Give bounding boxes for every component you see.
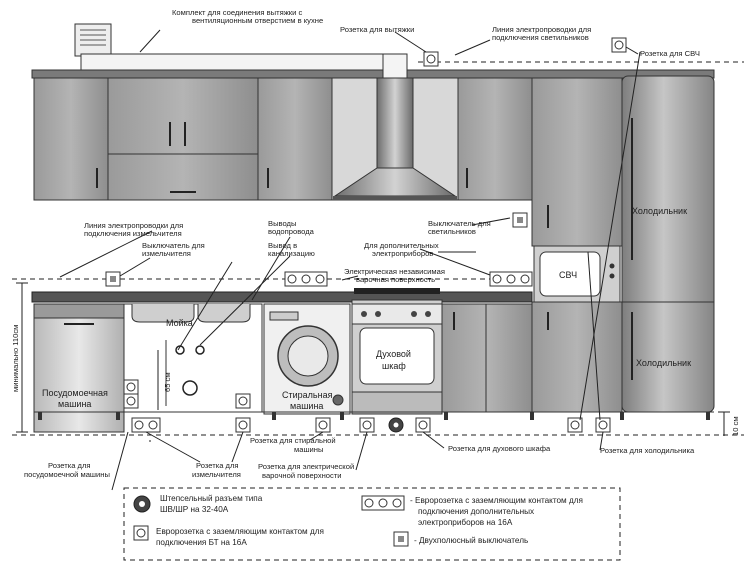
legend-euro-bt: Евророзетка с заземляющим контактом для <box>156 527 324 536</box>
label-chopper-switch-2: измельчителя <box>142 249 191 258</box>
label-fridge-socket: Розетка для холодильника <box>600 446 695 455</box>
legend-plug-2: ШВ/ШР на 32-40А <box>160 505 229 514</box>
label-extra-sockets: Для дополнительных <box>364 241 439 250</box>
label-chopper-socket-2: измельчителя <box>192 470 241 479</box>
label-sink: Мойка <box>166 318 193 328</box>
label-sewer-outlet: Вывод в <box>268 241 297 250</box>
label-oven-2: шкаф <box>382 361 406 371</box>
water-pipes <box>165 340 205 406</box>
label-chopper-socket: Розетка для <box>196 461 239 470</box>
dimension-marks <box>16 282 730 436</box>
label-water-outlets-2: водопровода <box>268 227 315 236</box>
label-vent-kit-2: вентиляционным отверстием в кухне <box>192 16 323 25</box>
socket-icons <box>105 37 627 433</box>
label-height-10: 10 см <box>731 416 740 436</box>
worktop <box>31 291 533 303</box>
label-dishwasher-socket-2: посудомоечной машины <box>24 470 110 479</box>
label-light-switch: Выключатель для <box>428 219 491 228</box>
label-dishwasher-2: машина <box>58 399 91 409</box>
legend-euro-bt-2: подключения БТ на 16А <box>156 538 247 547</box>
label-washer-2: машина <box>290 401 323 411</box>
label-dishwasher: Посудомоечная <box>42 388 108 398</box>
label-chopper-line-2: подключения измельчителя <box>84 229 182 238</box>
leader-lines <box>59 29 641 491</box>
label-height-65: 65 см <box>163 372 172 392</box>
label-light-line-2: подключения светильников <box>492 33 589 42</box>
label-microwave-socket: Розетка для СВЧ <box>640 49 700 58</box>
wiring-lines <box>12 61 744 436</box>
label-washer-socket-2: машины <box>294 445 323 454</box>
diagram-labels: Комплект для соединения вытяжки с вентил… <box>11 8 740 480</box>
label-height-110: минимально 110см <box>11 325 20 392</box>
legend-plug: Штепсельный разъем типа <box>160 494 263 503</box>
label-hob-socket-2: варочной поверхности <box>262 471 342 480</box>
label-chopper-line: Линия электропроводки для <box>84 221 183 230</box>
upper-cabinets <box>31 69 715 247</box>
label-extra-sockets-2: электроприборов <box>372 249 433 258</box>
label-light-line: Линия электропроводки для <box>492 25 591 34</box>
label-oven: Духовой <box>376 349 411 359</box>
legend-euro-extra-2: подключения дополнительных <box>418 507 534 516</box>
microwave <box>533 245 621 303</box>
label-fridge-bottom: Холодильник <box>636 358 691 368</box>
legend-euro-extra: - Евророзетка с заземляющим контактом дл… <box>410 496 583 505</box>
legend-switch: - Двухполюсный выключатель <box>414 536 528 545</box>
label-washer-socket: Розетка для стиральной <box>250 436 336 445</box>
label-hob-2: варочная поверхность <box>356 275 435 284</box>
legend-euro-extra-3: электроприборов на 16А <box>418 518 513 527</box>
range-hood <box>333 77 457 200</box>
label-water-outlets: Выводы <box>268 219 296 228</box>
label-sewer-outlet-2: канализацию <box>268 249 315 258</box>
label-hob: Электрическая независимая <box>344 267 445 276</box>
label-vent-kit: Комплект для соединения вытяжки с <box>172 8 302 17</box>
label-oven-socket: Розетка для духового шкафа <box>448 444 551 453</box>
label-fridge-top: Холодильник <box>632 206 687 216</box>
lower-cabinets <box>33 288 714 433</box>
label-washer: Стиральная <box>282 390 333 400</box>
label-microwave: СВЧ <box>559 270 577 280</box>
label-light-switch-2: светильников <box>428 227 476 236</box>
vent-kit <box>74 23 408 79</box>
label-chopper-switch: Выключатель для <box>142 241 205 250</box>
legend: Штепсельный разъем типа ШВ/ШР на 32-40А … <box>123 487 621 561</box>
label-hood-socket: Розетка для вытяжки <box>340 25 414 34</box>
label-hob-socket: Розетка для электрической <box>258 462 354 471</box>
label-dishwasher-socket: Розетка для <box>48 461 91 470</box>
